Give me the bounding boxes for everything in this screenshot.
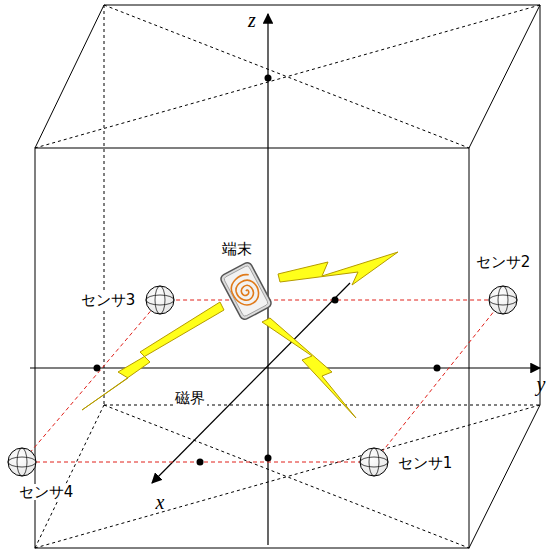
y-axis xyxy=(30,367,540,368)
sensor-label: センサ3 xyxy=(79,292,138,309)
terminal-device xyxy=(219,261,272,321)
field-label: 磁界 xyxy=(173,390,207,407)
magnetic-field-bolt xyxy=(82,252,398,418)
axis-dots xyxy=(94,75,441,466)
axis-label: z xyxy=(246,9,258,31)
axis-label: y xyxy=(535,373,548,395)
sensor-label: センサ1 xyxy=(396,455,455,472)
sensor-sphere xyxy=(489,286,517,314)
cube-frame xyxy=(35,5,540,548)
cube-front xyxy=(35,148,469,548)
sensor-sphere xyxy=(8,448,36,476)
sensor-sphere xyxy=(360,448,388,476)
axes xyxy=(30,14,540,545)
sensor-label: センサ2 xyxy=(474,254,533,271)
sensor-spheres xyxy=(8,286,517,476)
sensor-label: センサ4 xyxy=(17,484,76,501)
sensor-sphere xyxy=(146,286,174,314)
axis-label: x xyxy=(154,491,167,513)
z-axis xyxy=(267,14,268,545)
terminal-label: 端末 xyxy=(220,241,254,258)
sensor-plane xyxy=(22,300,503,462)
